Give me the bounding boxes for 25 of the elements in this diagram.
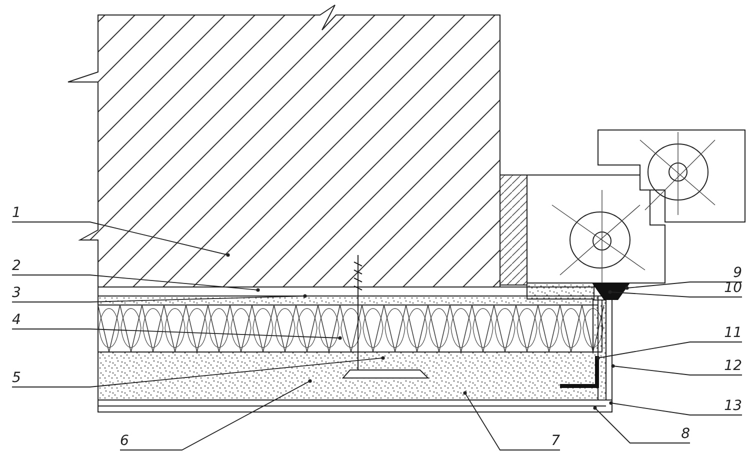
callout-number: 6 [120, 433, 182, 450]
callout-number: 9 [690, 265, 742, 282]
leader-line [625, 282, 742, 290]
callout-number: 3 [12, 285, 90, 302]
callout-number: 4 [12, 312, 90, 329]
leader-line [609, 401, 742, 416]
leader-line [593, 406, 690, 444]
leader-line [12, 222, 230, 257]
leader-line [463, 391, 560, 450]
leader-line [12, 356, 385, 388]
leader-line [611, 364, 742, 376]
callout-number: 8 [630, 426, 690, 443]
leader-line [12, 294, 307, 302]
leader-line [12, 328, 342, 340]
callout-number: 12 [690, 358, 742, 375]
callout-number: 1 [12, 205, 90, 222]
leader-line [608, 290, 742, 298]
callout-number: 13 [690, 398, 742, 415]
callout-number: 7 [500, 433, 560, 450]
leader-line [596, 342, 742, 360]
callout-number: 5 [12, 370, 90, 387]
callout-number: 11 [690, 325, 742, 342]
leader-line [120, 379, 312, 450]
leader-line [12, 274, 260, 292]
callout-number: 2 [12, 258, 90, 275]
